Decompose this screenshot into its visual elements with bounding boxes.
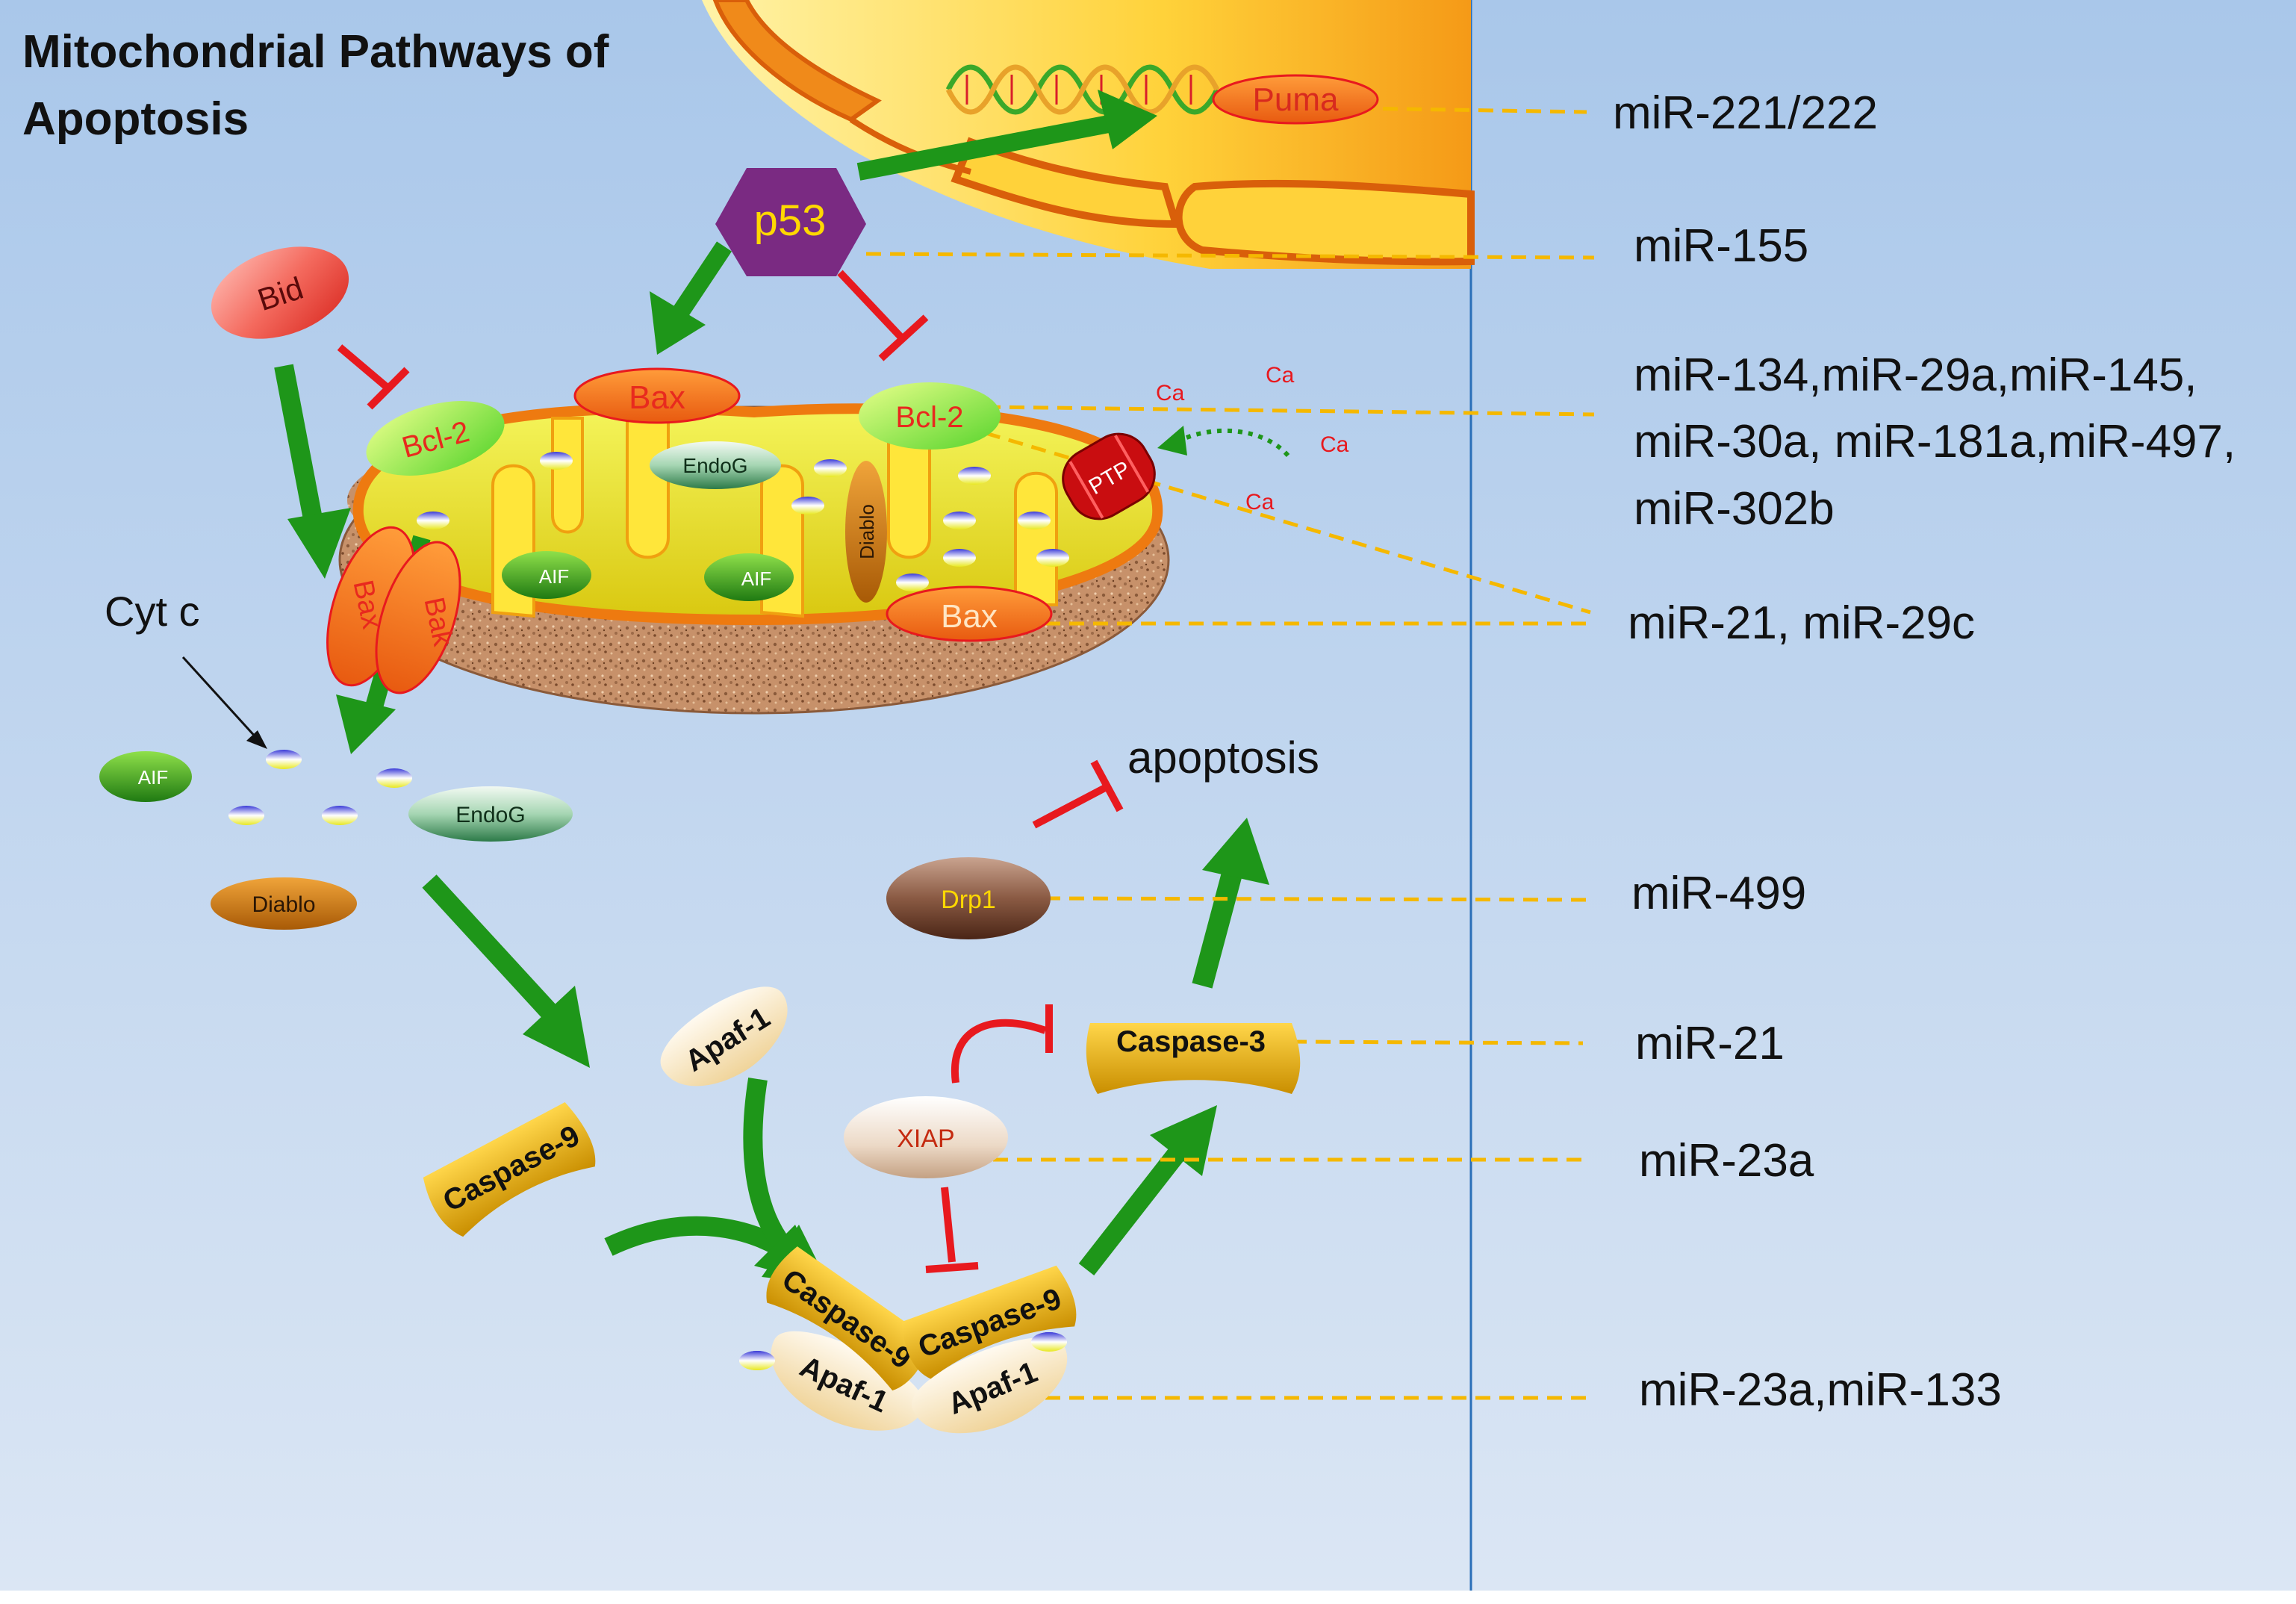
arrow-caspase3-to-apoptosis	[1192, 818, 1269, 989]
calcium-ions: Ca Ca Ca Ca	[1156, 363, 1349, 515]
mirna-label-puma: miR-221/222	[1613, 87, 1878, 139]
endog-node: EndoG	[650, 441, 781, 489]
bcl2-node: Bcl-2	[859, 382, 1001, 450]
svg-text:Puma: Puma	[1253, 81, 1339, 118]
bcl2-node: Bcl-2	[366, 401, 505, 476]
diagram-title: Mitochondrial Pathways of Apoptosis	[22, 26, 609, 145]
aif-node: AIF	[704, 553, 794, 601]
svg-text:Bcl-2: Bcl-2	[895, 401, 963, 434]
svg-text:AIF: AIF	[539, 565, 569, 588]
svg-text:Bax: Bax	[941, 598, 998, 635]
svg-text:AIF: AIF	[138, 766, 168, 789]
apoptosis-label: apoptosis	[1127, 733, 1319, 783]
inhibit-bid-bcl2	[337, 344, 410, 410]
svg-text:Apoptosis: Apoptosis	[22, 93, 249, 145]
apoptosome-complex: Apaf-1 Apaf-1 Caspase-9 Caspase-9	[739, 1246, 1077, 1434]
inhibit-xiap-caspase9	[925, 1187, 979, 1273]
inhibit-p53-bcl2	[837, 270, 929, 361]
svg-text:Diablo: Diablo	[856, 504, 878, 559]
bax-node: Bax	[573, 367, 741, 424]
arrow-bid-to-bax	[274, 364, 351, 579]
bid-node: Bid	[211, 246, 349, 339]
endog-node: EndoG	[408, 786, 573, 842]
puma-node: Puma	[1212, 74, 1379, 125]
svg-text:EndoG: EndoG	[455, 803, 525, 827]
svg-text:EndoG: EndoG	[682, 454, 747, 477]
inhibition-bars	[337, 270, 1124, 1273]
mirna-label-bcl2: miR-302b	[1634, 483, 1835, 535]
arrow-release-to-apoptosome	[422, 874, 590, 1068]
svg-text:XIAP: XIAP	[897, 1125, 954, 1153]
xiap-node: XIAP	[844, 1096, 1008, 1178]
svg-text:Bax: Bax	[629, 379, 685, 416]
calcium-label: Ca	[1320, 432, 1349, 457]
mirna-label-drp1: miR-499	[1631, 868, 1806, 919]
cyt-c-label: Cyt c	[105, 588, 267, 749]
p53-node: p53	[715, 168, 866, 276]
caspase3-node: Caspase-3	[1086, 1023, 1301, 1094]
mirna-label-caspase3: miR-21	[1635, 1018, 1785, 1069]
ptp-channel: PTP	[1062, 432, 1156, 520]
bax-node: Bax	[886, 585, 1053, 642]
dna-helix-icon	[945, 64, 1220, 115]
mirna-label-xiap: miR-23a	[1639, 1135, 1814, 1187]
svg-text:Caspase-3: Caspase-3	[1116, 1025, 1266, 1058]
mirna-label-p53: miR-155	[1634, 220, 1808, 272]
diablo-node: Diablo	[845, 461, 887, 603]
aif-node: AIF	[99, 751, 192, 802]
svg-text:Cyt c: Cyt c	[105, 588, 200, 635]
dotted-arrow-calcium-to-ptp	[1178, 428, 1290, 458]
mirna-label-bcl2: miR-30a, miR-181a,miR-497,	[1634, 416, 2236, 467]
calcium-label: Ca	[1156, 381, 1185, 405]
arrow-p53-to-bax	[650, 241, 732, 355]
diablo-node: Diablo	[211, 877, 357, 930]
mirna-label-bcl2: miR-134,miR-29a,miR-145,	[1634, 349, 2197, 401]
mirna-label-ptp-bax: miR-21, miR-29c	[1628, 597, 1975, 649]
right-panel-background	[1471, 0, 2296, 1591]
svg-text:Drp1: Drp1	[941, 886, 996, 914]
arrow-p53-to-puma	[856, 90, 1157, 181]
calcium-label: Ca	[1245, 490, 1275, 515]
calcium-label: Ca	[1266, 363, 1295, 388]
mirna-label-apoptosome: miR-23a,miR-133	[1639, 1364, 2002, 1416]
svg-text:Mitochondrial Pathways of: Mitochondrial Pathways of	[22, 26, 609, 78]
svg-text:p53: p53	[754, 196, 827, 245]
svg-text:Diablo: Diablo	[252, 892, 315, 917]
mirna-labels: miR-221/222 miR-155 miR-134,miR-29a,miR-…	[1613, 87, 2236, 1416]
inhibit-drp1-apoptosis	[1032, 759, 1124, 829]
aif-node: AIF	[502, 551, 591, 599]
drp1-node: Drp1	[886, 857, 1051, 939]
bax-bak-channel: Bax Bak	[326, 526, 461, 694]
arrow-complex-to-caspase3	[1078, 1105, 1217, 1276]
inhibit-xiap-caspase3	[951, 1004, 1053, 1084]
svg-text:AIF: AIF	[741, 568, 771, 590]
